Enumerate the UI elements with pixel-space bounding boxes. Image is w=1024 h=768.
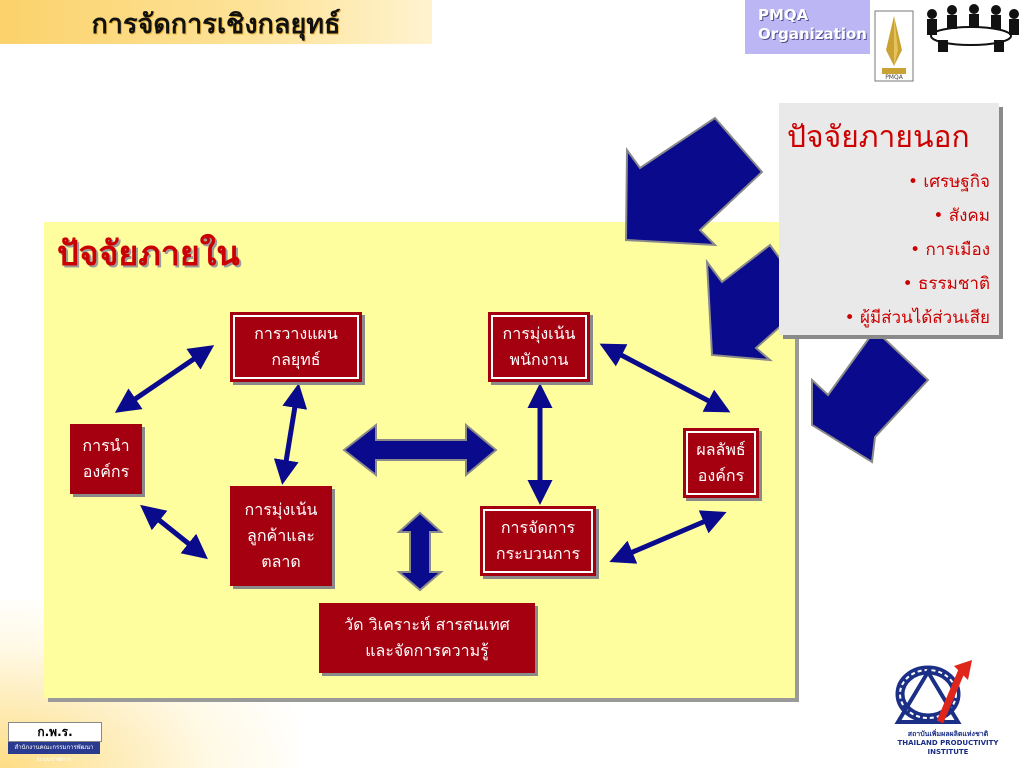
tpi-logo-icon (894, 660, 972, 724)
arrow-process-results (609, 510, 727, 564)
arrow-leadership-planning (114, 345, 215, 413)
external-item-politics: • การเมือง (910, 240, 990, 260)
external-item-nature: • ธรรมชาติ (902, 274, 990, 294)
node-strategic-planning: การวางแผน กลยุทธ์ (230, 312, 362, 382)
arrow-planning-customer (273, 383, 308, 485)
external-item-society: • สังคม (933, 206, 990, 226)
pmqa-label: PMQA Organization (758, 6, 867, 43)
center-horizontal-arrow (342, 422, 498, 478)
node-organizational-results: ผลลัพธ์ องค์กร (683, 428, 759, 498)
external-item-stakeholders: • ผู้มีส่วนได้ส่วนเสีย (844, 308, 990, 328)
opdc-logo: ก.พ.ร. สำนักงานคณะกรรมการพัฒนาระบบราชการ (8, 722, 102, 763)
node-process-management: การจัดการ กระบวนการ (480, 506, 596, 576)
opdc-logo-bottom: สำนักงานคณะกรรมการพัฒนาระบบราชการ (8, 742, 100, 763)
arrow-employee-results (599, 343, 731, 413)
node-workforce-focus: การมุ่งเน้น พนักงาน (488, 312, 590, 382)
external-item-economy: • เศรษฐกิจ (907, 172, 990, 192)
external-big-arrow-3 (811, 328, 930, 464)
opdc-logo-top: ก.พ.ร. (8, 722, 102, 742)
external-big-arrow-1 (624, 116, 764, 247)
pmqa-logo-icon: PMQA (874, 10, 914, 82)
meeting-people-image (918, 0, 1024, 54)
node-measurement-analysis: วัด วิเคราะห์ สารสนเทศ และจัดการความรู้ (319, 603, 535, 673)
arrow-leadership-customer (140, 504, 208, 560)
center-vertical-arrow (396, 511, 444, 592)
tpi-logo-text-th: สถาบันเพิ่มผลผลิตแห่งชาติ (907, 730, 989, 738)
internal-factors-title: ปัจจัยภายใน (57, 234, 240, 274)
pmqa-banner (745, 0, 870, 54)
node-customer-focus: การมุ่งเน้น ลูกค้าและ ตลาด (230, 486, 332, 586)
tpi-logo-text: สถาบันเพิ่มผลผลิตแห่งชาติ THAILAND PRODU… (893, 730, 1003, 757)
external-factors-title: ปัจจัยภายนอก (787, 120, 970, 155)
external-factors-panel (779, 103, 999, 335)
page-title: การจัดการเชิงกลยุทธ์ (91, 9, 341, 40)
title-bar (0, 0, 432, 44)
node-leadership: การนำ องค์กร (70, 424, 142, 494)
tpi-logo-text-en: THAILAND PRODUCTIVITY INSTITUTE (897, 739, 999, 756)
pmqa-logo-label: PMQA (885, 74, 904, 81)
